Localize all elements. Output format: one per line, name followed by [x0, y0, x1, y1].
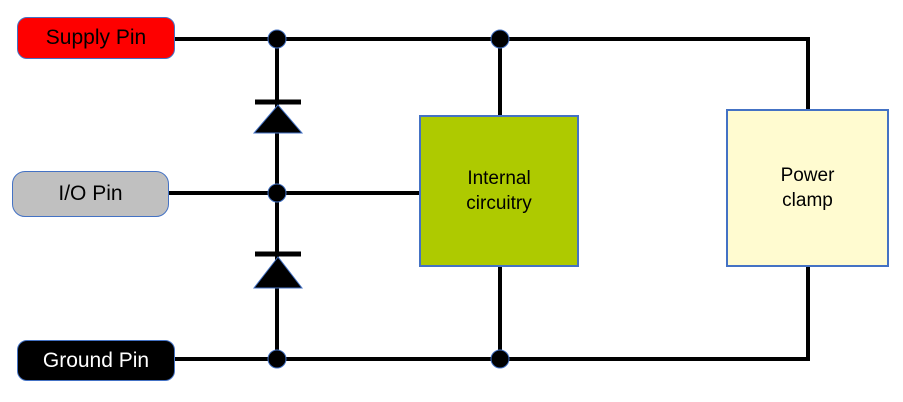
power-clamp-block: Power clamp: [726, 109, 889, 267]
internal-circuitry-label: Internal circuitry: [466, 167, 532, 214]
junction-dot: [267, 349, 287, 369]
lower-esd-diode-icon: [252, 251, 304, 289]
junction-dot: [490, 349, 510, 369]
junction-dot: [267, 183, 287, 203]
upper-esd-diode-icon: [252, 99, 304, 134]
io-pin: I/O Pin: [12, 171, 169, 217]
supply-pin-label: Supply Pin: [45, 26, 147, 50]
diode-anode-triangle: [252, 256, 304, 289]
junction-dot: [490, 29, 510, 49]
ground-pin: Ground Pin: [17, 340, 175, 381]
junction-dot: [267, 29, 287, 49]
power-clamp-label: Power clamp: [780, 164, 835, 211]
supply-pin: Supply Pin: [17, 17, 175, 59]
io-pin-label: I/O Pin: [58, 182, 123, 206]
ground-pin-label: Ground Pin: [42, 348, 150, 372]
diode-anode-triangle: [252, 104, 304, 134]
internal-circuitry-block: Internal circuitry: [419, 115, 579, 267]
